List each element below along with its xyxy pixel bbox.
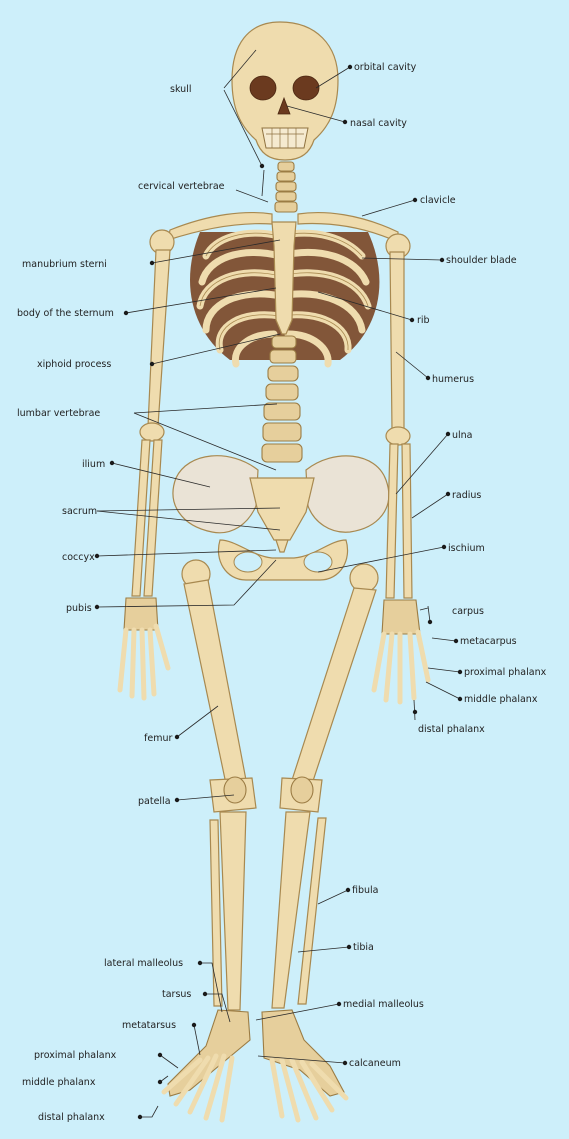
label-patella: patella	[138, 796, 171, 807]
label-ilium: ilium	[82, 459, 105, 470]
label-coccyx: coccyx	[62, 552, 95, 563]
label-skull: skull	[170, 84, 191, 95]
label-clavicle: clavicle	[420, 195, 456, 206]
leader-lines	[96, 49, 461, 1118]
label-manubrium-sterni: manubrium sterni	[22, 259, 107, 270]
leader-dots	[94, 64, 463, 1120]
label-proximal-phalanx-hand: proximal phalanx	[464, 667, 547, 678]
label-carpus: carpus	[452, 606, 484, 617]
label-medial-malleolus: medial malleolus	[343, 999, 424, 1010]
label-orbital-cavity: orbital cavity	[354, 62, 417, 73]
label-middle-phalanx-hand: middle phalanx	[464, 694, 538, 705]
label-ulna: ulna	[452, 430, 473, 441]
pelvis	[172, 455, 390, 581]
label-radius: radius	[452, 490, 481, 501]
label-metatarsus: metatarsus	[122, 1020, 176, 1031]
label-humerus: humerus	[432, 374, 474, 385]
label-shoulder-blade: shoulder blade	[446, 255, 517, 266]
label-body-of-sternum: body of the sternum	[17, 308, 114, 319]
label-pubis: pubis	[66, 603, 92, 614]
label-ischium: ischium	[448, 543, 485, 554]
label-middle-phalanx-foot: middle phalanx	[22, 1077, 96, 1088]
spine	[261, 335, 303, 463]
legs	[161, 559, 379, 1123]
skeleton-figure	[117, 21, 431, 1123]
label-sacrum: sacrum	[62, 506, 97, 517]
label-calcaneum: calcaneum	[349, 1058, 401, 1069]
label-xiphoid-process: xiphoid process	[37, 359, 111, 370]
cervical-spine	[274, 161, 298, 213]
label-tarsus: tarsus	[162, 989, 191, 1000]
sacrum-bone	[249, 477, 315, 541]
left-orbit	[249, 75, 277, 101]
labels: skull orbital cavity nasal cavity cervic…	[17, 62, 547, 1123]
label-cervical-vertebrae: cervical vertebrae	[138, 181, 225, 192]
label-tibia: tibia	[353, 942, 374, 953]
label-lumbar-vertebrae: lumbar vertebrae	[17, 408, 100, 419]
label-fibula: fibula	[352, 885, 379, 896]
label-distal-phalanx-hand: distal phalanx	[418, 724, 485, 735]
skull-bone	[231, 21, 339, 161]
label-femur: femur	[144, 733, 172, 744]
label-distal-phalanx-foot: distal phalanx	[38, 1112, 105, 1123]
label-proximal-phalanx-foot: proximal phalanx	[34, 1050, 117, 1061]
right-orbit	[292, 75, 320, 101]
label-lateral-malleolus: lateral malleolus	[104, 958, 183, 969]
sternum	[271, 221, 297, 335]
arms	[117, 249, 431, 705]
label-metacarpus: metacarpus	[460, 636, 517, 647]
label-rib: rib	[417, 315, 430, 326]
label-nasal-cavity: nasal cavity	[350, 118, 407, 129]
